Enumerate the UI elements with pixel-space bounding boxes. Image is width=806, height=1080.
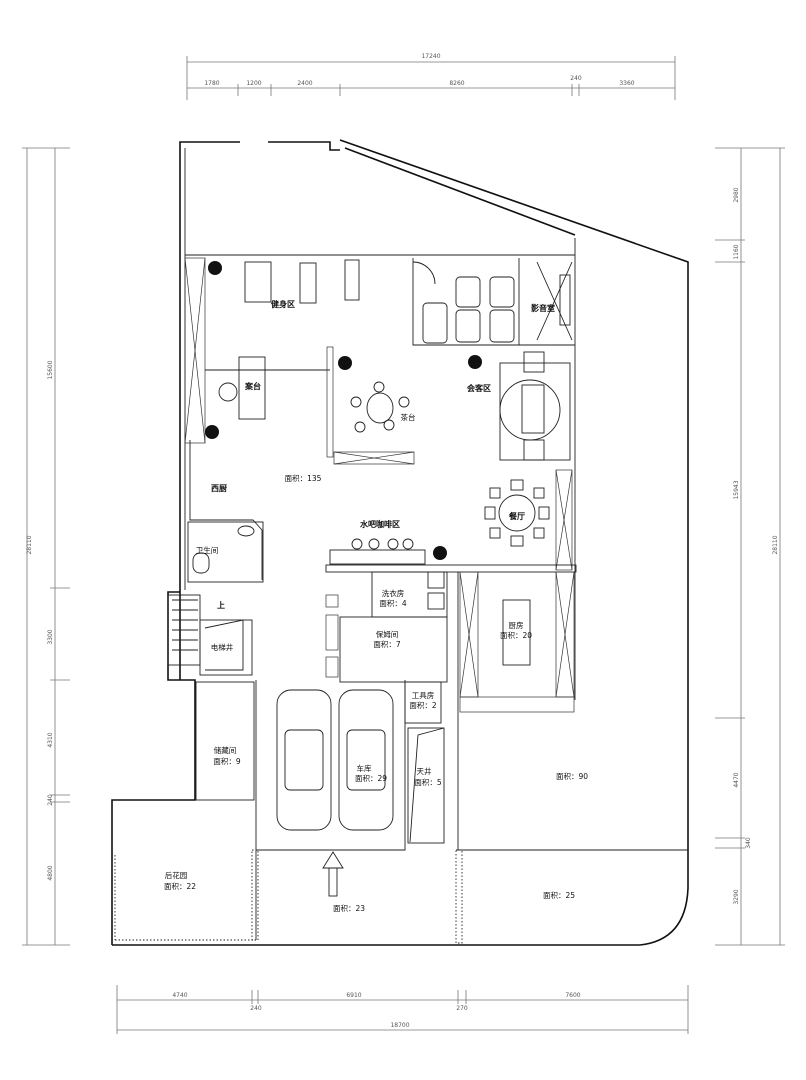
label-nanny-area: 面积：7 [373,639,400,649]
dim-left-3: 4310 [47,732,54,747]
dim-right-4: 4470 [733,772,740,787]
dim-top-6: 3360 [619,80,634,87]
label-front-yard-area: 面积：25 [543,890,575,900]
label-courtyard-area: 面积：5 [414,777,441,787]
label-laundry-area: 面积：4 [379,598,406,608]
label-tool-room: 工具房 [412,690,435,700]
dryer-icon [427,592,445,610]
label-gym: 健身区 [271,299,295,309]
theater-seats [422,276,515,344]
label-lounge: 会客区 [467,383,491,393]
stairs-icon [172,599,198,651]
dining-table-icon [484,479,550,547]
tea-table-icon [350,381,410,433]
label-garage-area: 面积：29 [355,773,387,783]
label-tea-table: 茶台 [401,412,416,422]
label-bathroom: 卫生间 [196,545,219,555]
label-garage: 车库 [357,763,372,773]
car-icon-left [276,689,332,831]
label-stairs-up: 上 [217,600,225,610]
dimension-top: 17240 1780 1200 2400 8260 240 3360 [186,53,676,100]
washer-icon [427,571,445,589]
dim-bottom-3: 6910 [346,992,361,999]
label-courtyard: 天井 [417,766,432,776]
dim-right-6: 3290 [733,889,740,904]
dim-left-4: 240 [47,794,54,806]
gym-machine-icon [244,261,272,303]
interior-walls [114,238,688,944]
dim-top-5: 240 [570,75,582,82]
bar-stools-icon [351,538,414,550]
label-storage-area: 面积：9 [213,756,240,766]
sofa-set-icon [499,351,571,461]
dim-right-total: 28110 [772,535,779,554]
label-main-area: 面积：135 [285,473,322,483]
dim-top-1: 1780 [204,80,219,87]
dim-bottom-1: 4740 [172,992,187,999]
label-western-kitchen: 西厨 [211,483,227,493]
label-desk: 案台 [244,381,261,391]
plant-icons [205,261,482,560]
chair-icon [218,382,238,402]
desk [238,356,266,420]
dimension-left: 28110 15600 3300 4310 240 4800 [22,147,70,946]
dim-bottom-total: 18700 [390,1022,409,1029]
label-elevator: 电梯井 [211,642,234,652]
dim-bottom-2: 240 [250,1005,262,1012]
label-theater: 影音室 [531,303,555,313]
toilet-icon [192,552,210,574]
label-bar-cafe: 水吧咖啡区 [359,519,400,529]
dimension-bottom: 4740 240 6910 270 7600 18700 [116,985,689,1034]
dim-top-3: 2400 [297,80,312,87]
label-dining: 餐厅 [508,511,525,521]
door-swing-icon [412,261,436,285]
dim-right-1: 2980 [733,187,740,202]
sink-icon [237,525,255,537]
dim-bottom-4: 270 [456,1005,468,1012]
gym-bench-icon [299,262,317,304]
dim-bottom-5: 7600 [565,992,580,999]
dim-top-4: 8260 [449,80,464,87]
dim-right-2: 1160 [733,244,740,259]
dim-left-2: 3300 [47,629,54,644]
label-laundry: 洗衣房 [382,588,405,598]
label-kitchen-area: 面积：20 [500,630,532,640]
furniture [172,259,573,897]
outer-walls [111,139,689,946]
dim-right-3: 15943 [733,480,740,499]
treadmill-icon [344,259,360,301]
label-storage: 储藏间 [214,745,237,755]
entry-arrow-icon [322,851,344,897]
dim-left-total: 28110 [26,535,33,554]
label-east-yard-area: 面积：90 [556,771,588,781]
car-icon-right [338,689,394,831]
label-tool-room-area: 面积：2 [409,700,436,710]
dimension-right: 28110 2980 1160 15943 4470 340 3290 [715,147,785,946]
dim-top-total: 17240 [421,53,440,60]
label-back-garden: 后花园 [165,870,188,880]
dim-left-1: 15600 [47,360,54,379]
label-kitchen: 厨房 [509,620,524,630]
room-labels: 健身区 影音室 案台 茶台 会客区 面积：135 西厨 卫生间 水吧咖啡区 餐厅… [164,299,588,913]
label-driveway-area: 面积：23 [333,903,365,913]
dim-right-5: 340 [745,837,752,849]
dim-left-5: 4800 [47,865,54,880]
label-back-garden-area: 面积：22 [164,881,196,891]
label-nanny: 保姆间 [376,629,399,639]
dim-top-2: 1200 [246,80,261,87]
